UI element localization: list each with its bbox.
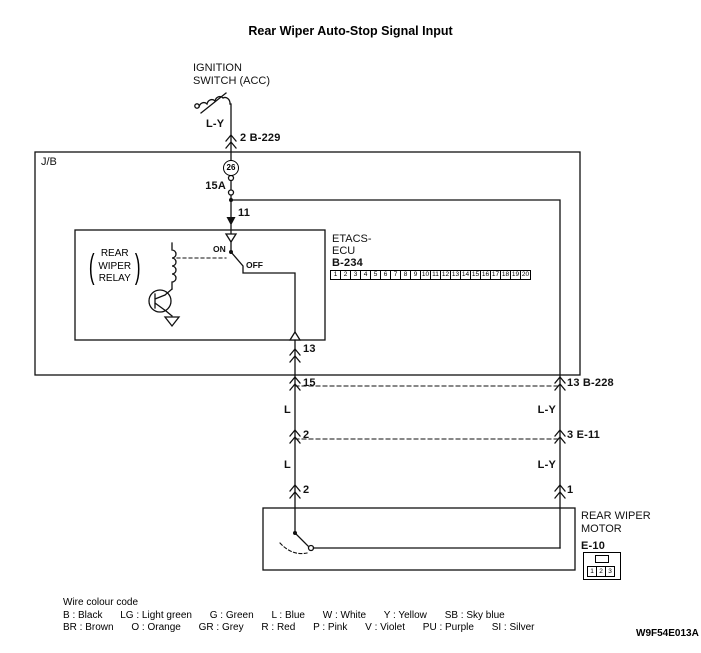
wire-color-battery: L-Y xyxy=(206,118,225,130)
etacs-connector-pin-row: 1 2 3 4 5 6 7 8 9 10 11 12 13 14 15 16 1… xyxy=(330,270,531,280)
wire-color-right-upper: L-Y xyxy=(537,404,556,416)
relay-label-lines: REAR WIPER RELAY xyxy=(98,248,131,286)
rear-wiper-motor-box xyxy=(262,507,576,571)
wire-colour-code-row1: B : Black LG : Light green G : Green L :… xyxy=(63,610,520,621)
ecu-pin-cell: 20 xyxy=(520,270,531,280)
legend-entry: G : Green xyxy=(209,610,254,621)
motor-connector-icon: 1 2 3 xyxy=(583,552,621,580)
junction-block-box xyxy=(34,151,581,376)
relay-label-line1: REAR xyxy=(100,248,129,260)
motor-label-line2: MOTOR xyxy=(581,523,622,535)
connector-latch-icon xyxy=(595,555,609,563)
motor-connector-label: E-10 xyxy=(581,540,606,552)
rear-wiper-relay-symbol xyxy=(148,233,302,341)
wire-colour-code-title: Wire colour code xyxy=(63,597,139,608)
etacs-connector-label: B-234 xyxy=(332,257,363,269)
fuse-rating-label: 15A xyxy=(205,180,226,192)
relay-label-line2: WIPER xyxy=(98,260,132,272)
motor-pin-cell: 3 xyxy=(605,566,615,577)
auto-stop-signal-wire xyxy=(289,339,301,532)
etacs-label-line1: ETACS- xyxy=(332,233,372,245)
motor-connector-pin-row: 1 2 3 xyxy=(587,566,615,577)
relay-off-label: OFF xyxy=(246,260,263,270)
legend-entry: R : Red xyxy=(261,622,296,633)
diagram-title: Rear Wiper Auto-Stop Signal Input xyxy=(248,24,453,38)
wire-color-left-lower: L xyxy=(284,459,291,471)
legend-entry: LG : Light green xyxy=(120,610,192,621)
connector-b229-label: 2 B-229 xyxy=(240,132,281,144)
legend-entry: B : Black xyxy=(63,610,103,621)
motor-pin-2-label: 2 xyxy=(303,484,310,496)
motor-label-line1: REAR WIPER xyxy=(581,510,651,522)
fuse-number-badge: 26 xyxy=(223,160,239,176)
legend-entry: L : Blue xyxy=(271,610,305,621)
wire-colour-code-row2: BR : Brown O : Orange GR : Grey R : Red … xyxy=(63,622,550,633)
relay-label-line3: RELAY xyxy=(98,273,131,285)
right-wire-connectors xyxy=(554,375,566,499)
legend-entry: V : Violet xyxy=(365,622,405,633)
ignition-switch-label-line2: SWITCH (ACC) xyxy=(193,75,270,87)
legend-entry: W : White xyxy=(322,610,367,621)
figure-code: W9F54E013A xyxy=(636,628,699,639)
connector-e11-label: 3 E-11 xyxy=(567,429,601,441)
legend-entry: P : Pink xyxy=(313,622,348,633)
connector-b228-label: 13 B-228 xyxy=(567,377,614,389)
ecu-pin-13-label: 13 xyxy=(303,343,316,355)
legend-entry: SI : Silver xyxy=(491,622,535,633)
motor-pin-1-label: 1 xyxy=(567,484,574,496)
legend-entry: BR : Brown xyxy=(63,622,114,633)
relay-paren-open: ( xyxy=(88,248,95,286)
legend-entry: O : Orange xyxy=(131,622,181,633)
legend-entry: SB : Sky blue xyxy=(444,610,505,621)
legend-entry: Y : Yellow xyxy=(383,610,427,621)
rear-wiper-relay-label: ( REAR WIPER RELAY ) xyxy=(86,245,143,289)
relay-on-label: ON xyxy=(213,244,226,254)
junction-block-label: J/B xyxy=(41,156,57,168)
etacs-ecu-box xyxy=(74,229,326,341)
jb-pin-15-label: 15 xyxy=(303,377,316,389)
motor-cam-switch-symbol xyxy=(279,531,561,555)
ignition-switch-symbol xyxy=(194,92,231,114)
ignition-switch-label-line1: IGNITION xyxy=(193,62,242,74)
e11-pin-2-label: 2 xyxy=(303,429,310,441)
relay-paren-close: ) xyxy=(134,248,141,286)
connector-link-dashes xyxy=(294,385,561,440)
wire-color-right-lower: L-Y xyxy=(537,459,556,471)
etacs-label-line2: ECU xyxy=(332,245,356,257)
wire-color-left-upper: L xyxy=(284,404,291,416)
legend-entry: PU : Purple xyxy=(422,622,474,633)
jb-branch-wire xyxy=(230,199,561,549)
legend-entry: GR : Grey xyxy=(198,622,244,633)
ecu-pin-11-label: 11 xyxy=(238,207,251,219)
